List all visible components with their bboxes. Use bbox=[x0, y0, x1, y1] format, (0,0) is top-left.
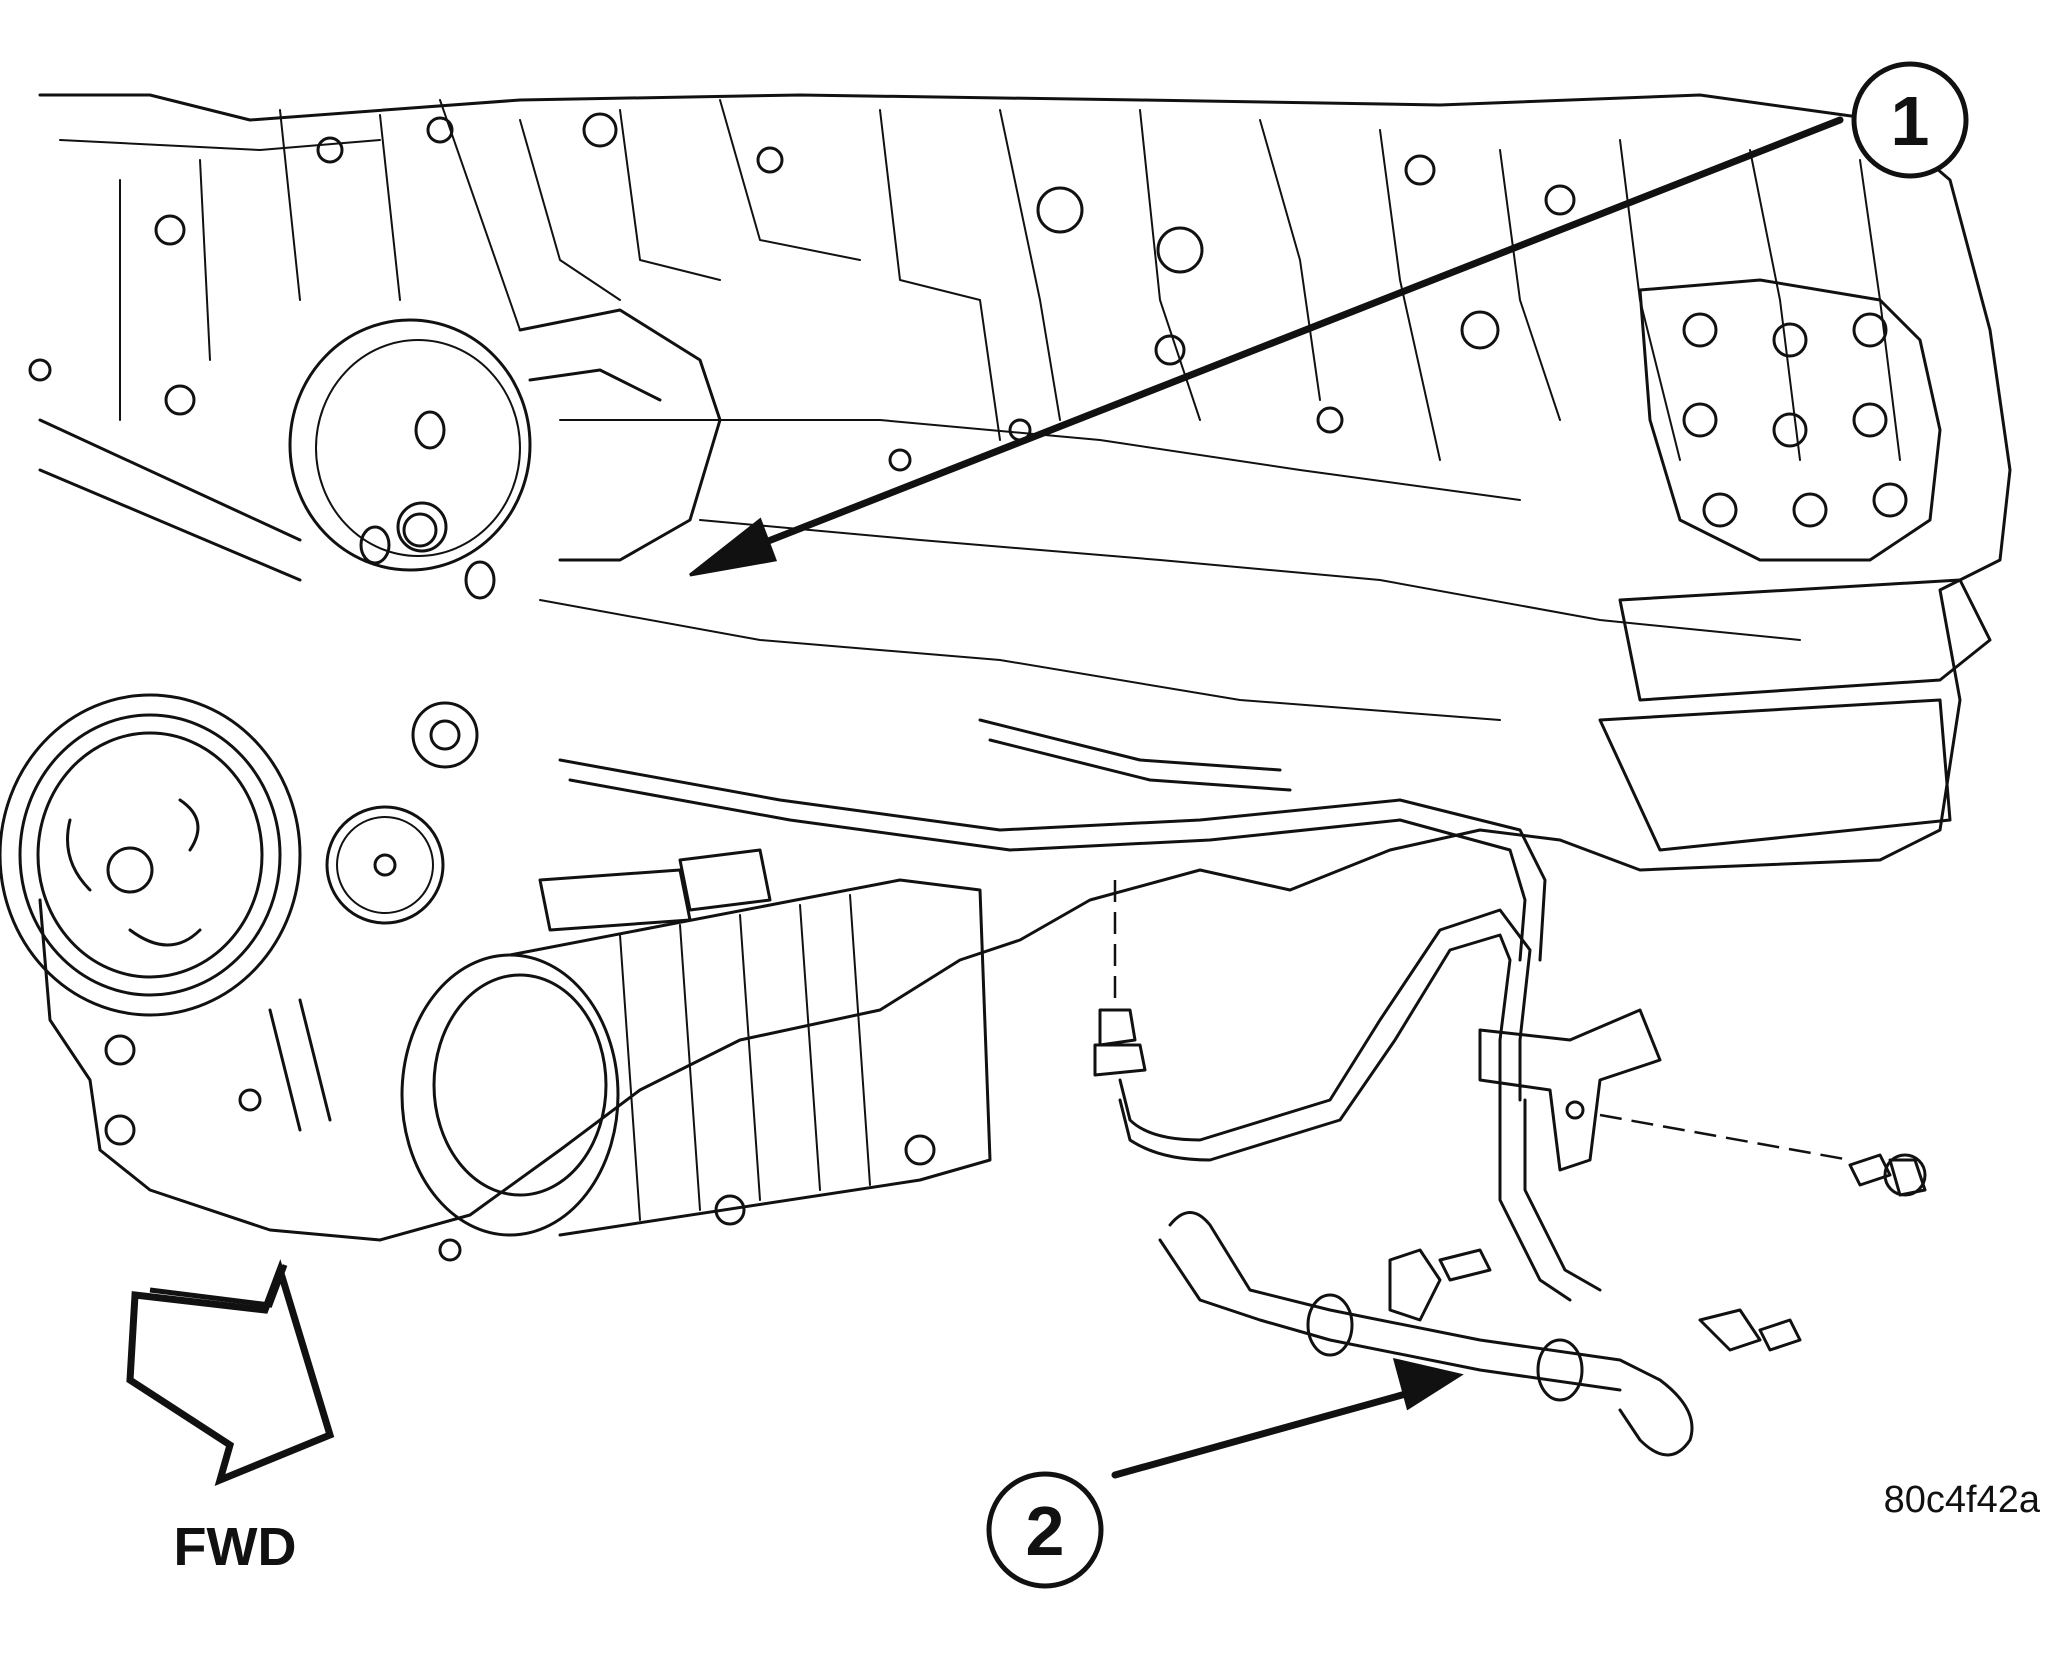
idler-pulleys bbox=[325, 701, 479, 925]
drive-belt bbox=[38, 418, 332, 1132]
callout-2-number: 2 bbox=[1026, 1492, 1065, 1570]
callout-1-badge: 1 bbox=[1851, 61, 1969, 179]
crankshaft-pulley bbox=[0, 693, 302, 1017]
ac-compressor bbox=[400, 848, 992, 1237]
return-hose bbox=[1158, 1211, 1802, 1457]
pressure-fitting bbox=[1093, 880, 1147, 1077]
forward-direction-arrow bbox=[126, 1259, 335, 1486]
engine-block bbox=[38, 93, 2012, 1242]
cylinder-head bbox=[1638, 278, 1942, 562]
fwd-label: FWD bbox=[174, 1517, 297, 1577]
power-steering-pulley bbox=[288, 308, 722, 600]
bolt-bosses bbox=[28, 112, 1576, 1262]
callout-2-leader bbox=[1111, 1357, 1464, 1479]
hose-lines bbox=[558, 718, 1602, 1302]
figure-id: 80c4f42a bbox=[1884, 1479, 2041, 1521]
callout-1-number: 1 bbox=[1891, 82, 1930, 160]
callout-2-badge: 2 bbox=[986, 1471, 1104, 1589]
hose-bracket bbox=[1478, 1008, 1927, 1197]
callout-1-leader bbox=[689, 116, 1844, 577]
